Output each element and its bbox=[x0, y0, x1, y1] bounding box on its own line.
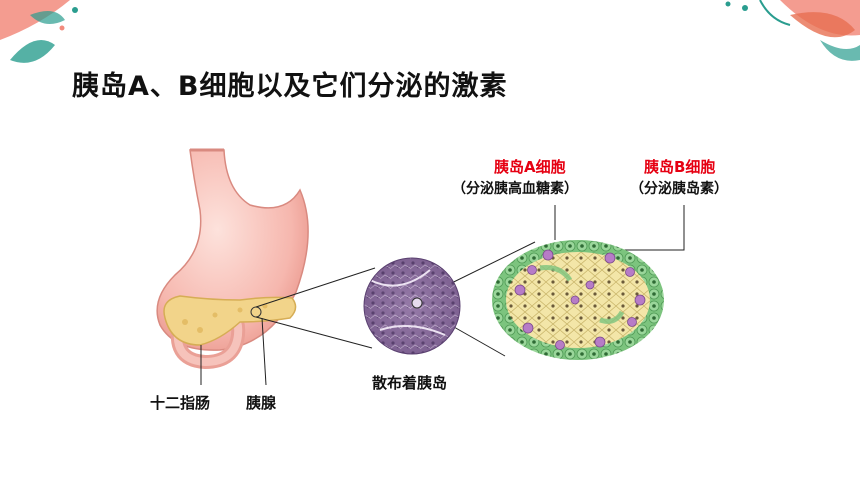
label-cell-b-name: 胰岛B细胞 bbox=[644, 158, 716, 176]
decor-leaves-top-right bbox=[725, 0, 860, 61]
label-cell-a-secretion: （分泌胰高血糖素） bbox=[452, 181, 578, 197]
slide-title: 胰岛A、B细胞以及它们分泌的激素 bbox=[72, 71, 508, 102]
label-duodenum: 十二指肠 bbox=[150, 394, 211, 412]
decor-leaves-top-left bbox=[0, 0, 78, 63]
label-cell-b-secretion: （分泌胰岛素） bbox=[630, 181, 728, 197]
pancreas-illustration bbox=[163, 295, 297, 346]
tissue-micrograph bbox=[363, 257, 461, 355]
label-cell-a-name: 胰岛A细胞 bbox=[494, 158, 566, 176]
label-pancreas: 胰腺 bbox=[246, 394, 277, 412]
islet-illustration bbox=[492, 240, 664, 360]
label-scattered-islets: 散布着胰岛 bbox=[372, 374, 448, 392]
